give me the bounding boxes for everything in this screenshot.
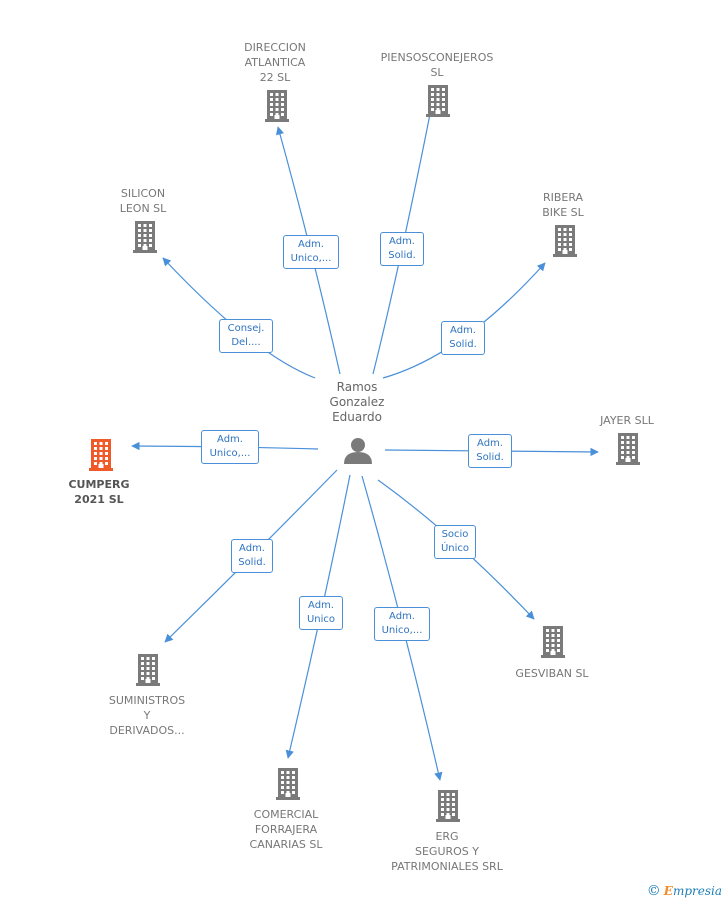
building-icon[interactable]	[426, 85, 450, 117]
watermark: ©Empresia	[647, 883, 722, 899]
company-name-line: RIBERA	[542, 191, 584, 204]
role-text-line: Solid.	[238, 557, 266, 568]
building-icon[interactable]	[276, 768, 300, 800]
company-name-line: SILICON	[120, 187, 166, 200]
role-badge-suministros[interactable]: Adm. Solid.	[231, 539, 273, 573]
building-icon[interactable]	[541, 626, 565, 658]
company-name-line: DIRECCION	[244, 41, 306, 54]
role-text-line: Solid.	[388, 250, 416, 261]
company-label-ribera[interactable]: RIBERA BIKE SL	[483, 190, 643, 220]
company-name-line: SUMINISTROS	[108, 694, 186, 707]
person-name[interactable]: Ramos Gonzalez Eduardo	[297, 380, 417, 425]
building-icon[interactable]	[553, 225, 577, 257]
role-text-line: Solid.	[449, 339, 477, 350]
role-text-line: Consej.	[227, 323, 265, 334]
company-label-jayer[interactable]: JAYER SLL	[547, 413, 707, 428]
building-icon[interactable]	[136, 654, 160, 686]
building-icon[interactable]	[436, 790, 460, 822]
role-badge-ribera[interactable]: Adm. Solid.	[441, 321, 485, 355]
building-icon[interactable]	[616, 433, 640, 465]
company-name-line: LEON SL	[119, 202, 167, 215]
brand-name: mpresia	[672, 884, 722, 898]
role-badge-erg[interactable]: Adm. Unico,...	[374, 607, 430, 641]
role-text-line: Adm.	[389, 236, 415, 247]
edge-silicon	[162, 257, 316, 379]
company-name-line: PATRIMONIALES SRL	[391, 860, 503, 873]
company-label-piensos[interactable]: PIENSOSCONEJEROS SL	[357, 50, 517, 80]
copyright-symbol: ©	[646, 883, 661, 899]
role-text-line: Adm.	[389, 611, 415, 622]
building-icon[interactable]	[133, 221, 157, 253]
nodes-layer	[89, 85, 640, 822]
company-name-line: SL	[430, 66, 444, 79]
role-badge-direccion[interactable]: Adm. Unico,...	[283, 235, 339, 269]
person-icon[interactable]	[344, 438, 372, 464]
company-name-line: SEGUROS Y	[414, 845, 479, 858]
company-name-line: PIENSOSCONEJEROS	[380, 51, 494, 64]
building-icon[interactable]	[89, 439, 113, 471]
company-name-line: 2021 SL	[74, 493, 124, 506]
company-label-suministros[interactable]: SUMINISTROS Y DERIVADOS...	[67, 693, 227, 738]
role-text-line: Del....	[231, 337, 261, 348]
role-badge-comercial[interactable]: Adm. Unico	[299, 596, 343, 630]
role-text-line: Unico,...	[290, 253, 332, 264]
role-text-line: Único	[440, 543, 470, 554]
company-label-gesviban[interactable]: GESVIBAN SL	[472, 666, 632, 681]
role-text-line: Unico,...	[209, 448, 251, 459]
company-name-line: CUMPERG	[68, 478, 130, 491]
company-name-line: ERG	[435, 830, 459, 843]
company-name-line: ATLANTICA	[244, 56, 306, 69]
role-badge-silicon[interactable]: Consej. Del....	[219, 319, 273, 353]
company-name-line: GESVIBAN SL	[515, 667, 589, 680]
role-badge-cumperg[interactable]: Adm. Unico,...	[201, 430, 259, 464]
role-text-line: Adm.	[298, 239, 324, 250]
company-name-line: CANARIAS SL	[249, 838, 323, 851]
role-text-line: Unico	[306, 614, 336, 625]
company-name-line: JAYER SLL	[600, 414, 654, 427]
role-text-line: Adm.	[217, 434, 243, 445]
brand-initial: E	[663, 884, 673, 898]
role-badge-piensos[interactable]: Adm. Solid.	[380, 232, 424, 266]
company-label-comercial[interactable]: COMERCIAL FORRAJERA CANARIAS SL	[206, 807, 366, 852]
company-name-line: DERIVADOS...	[109, 724, 185, 737]
company-name-line: 22 SL	[259, 71, 291, 84]
company-label-erg[interactable]: ERG SEGUROS Y PATRIMONIALES SRL	[367, 829, 527, 874]
role-text-line: Adm.	[450, 325, 476, 336]
role-text-line: Adm.	[239, 543, 265, 554]
role-text-line: Unico,...	[381, 625, 423, 636]
company-label-silicon[interactable]: SILICON LEON SL	[63, 186, 223, 216]
role-text-line: Socio	[441, 529, 469, 540]
role-text-line: Solid.	[476, 452, 504, 463]
company-name-line: FORRAJERA	[254, 823, 318, 836]
company-name-line: Y	[143, 709, 151, 722]
person-name-line: Ramos	[336, 380, 378, 394]
role-text-line: Adm.	[477, 438, 503, 449]
company-label-cumperg[interactable]: CUMPERG 2021 SL	[19, 477, 179, 507]
role-badge-jayer[interactable]: Adm. Solid.	[468, 434, 512, 468]
person-name-line: Gonzalez	[329, 395, 385, 409]
company-name-line: BIKE SL	[542, 206, 584, 219]
company-name-line: COMERCIAL	[253, 808, 319, 821]
person-name-line: Eduardo	[332, 410, 382, 424]
company-label-direccion[interactable]: DIRECCION ATLANTICA 22 SL	[195, 40, 355, 85]
role-text-line: Adm.	[308, 600, 334, 611]
building-icon[interactable]	[265, 90, 289, 122]
